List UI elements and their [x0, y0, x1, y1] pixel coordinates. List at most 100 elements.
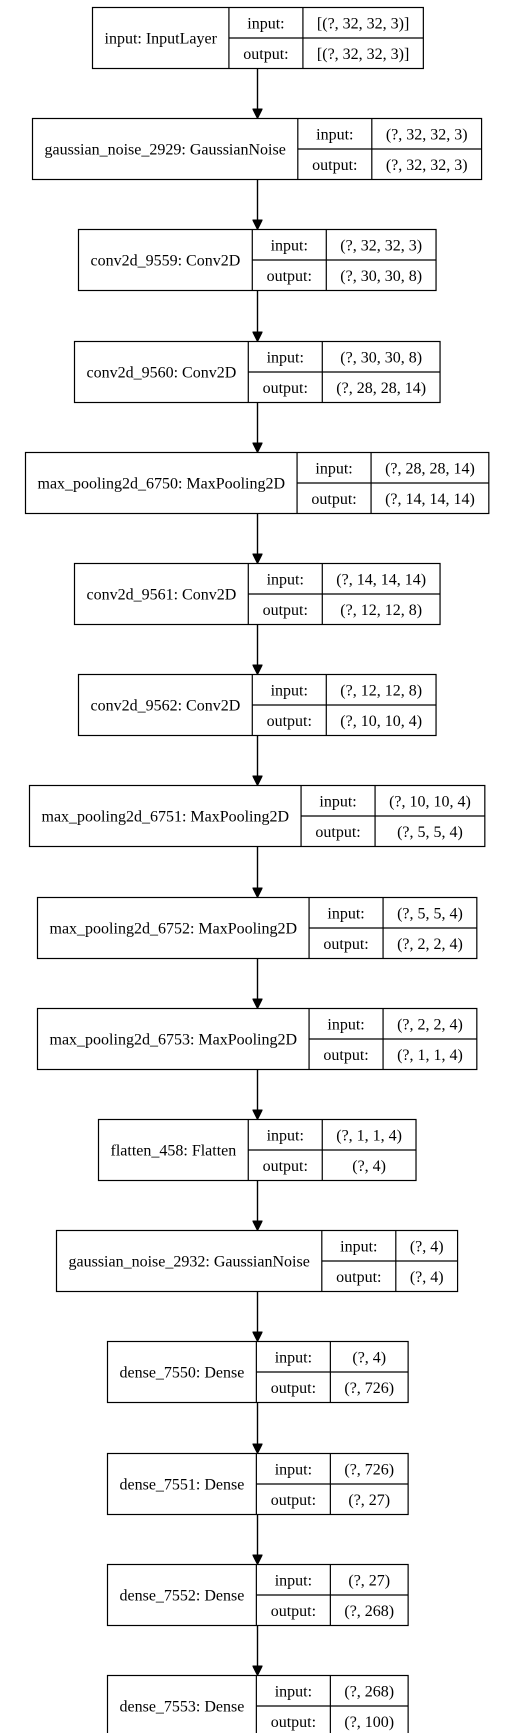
layer-name: max_pooling2d_6750: MaxPooling2D	[38, 476, 286, 493]
input-label: input:	[275, 1572, 312, 1589]
layer-nodes: input: InputLayer input: output: [(?, 32, 3…	[24, 6, 490, 1733]
layer-node: conv2d_9559: Conv2D input: output: (?, 32, …	[77, 228, 437, 292]
output-label: output:	[263, 380, 308, 397]
input-label: input:	[267, 571, 304, 588]
layer-node: max_pooling2d_6750: MaxPooling2D input: ou…	[24, 451, 490, 515]
layer-node: dense_7552: Dense input: output: (?, 27) (?,…	[106, 1563, 409, 1627]
output-shape: (?, 12, 12, 8)	[340, 602, 422, 619]
output-label: output:	[263, 1158, 308, 1175]
layer-name: conv2d_9560: Conv2D	[87, 365, 237, 382]
input-label: input:	[327, 905, 364, 922]
output-shape: (?, 5, 5, 4)	[397, 824, 463, 841]
layer-name: max_pooling2d_6752: MaxPooling2D	[50, 921, 298, 938]
input-shape: (?, 1, 1, 4)	[336, 1127, 402, 1144]
layer-node: dense_7553: Dense input: output: (?, 268) (?…	[106, 1674, 409, 1733]
input-shape: (?, 27)	[348, 1572, 390, 1589]
layer-node: dense_7551: Dense input: output: (?, 726) (?…	[106, 1452, 409, 1516]
output-shape: (?, 32, 32, 3)	[386, 157, 468, 174]
layer-name: max_pooling2d_6751: MaxPooling2D	[42, 809, 290, 826]
input-shape: (?, 30, 30, 8)	[340, 349, 422, 366]
output-label: output:	[323, 936, 368, 953]
input-label: input:	[275, 1683, 312, 1700]
input-shape: (?, 32, 32, 3)	[386, 126, 468, 143]
input-shape: (?, 32, 32, 3)	[340, 237, 422, 254]
input-label: input:	[271, 682, 308, 699]
layer-name: max_pooling2d_6753: MaxPooling2D	[50, 1032, 298, 1049]
layer-node: input: InputLayer input: output: [(?, 32, 3…	[91, 6, 424, 70]
output-label: output:	[311, 491, 356, 508]
layer-node: conv2d_9560: Conv2D input: output: (?, 30, …	[73, 340, 441, 404]
output-shape: (?, 27)	[348, 1492, 390, 1509]
layer-name: conv2d_9559: Conv2D	[91, 253, 241, 270]
input-shape: (?, 268)	[344, 1683, 394, 1700]
output-label: output:	[263, 602, 308, 619]
input-label: input:	[275, 1461, 312, 1478]
output-label: output:	[271, 1492, 316, 1509]
output-shape: (?, 268)	[344, 1603, 394, 1620]
output-shape: [(?, 32, 32, 3)]	[317, 46, 409, 63]
layer-node: flatten_458: Flatten input: output: (?, 1, …	[97, 1118, 417, 1182]
output-shape: (?, 10, 10, 4)	[340, 713, 422, 730]
output-shape: (?, 14, 14, 14)	[385, 491, 475, 508]
output-label: output:	[323, 1047, 368, 1064]
layer-name: gaussian_noise_2932: GaussianNoise	[69, 1254, 310, 1271]
input-shape: (?, 4)	[410, 1238, 444, 1255]
layer-box	[36, 896, 478, 960]
input-label: input:	[275, 1349, 312, 1366]
output-shape: (?, 4)	[352, 1158, 386, 1175]
output-shape: (?, 28, 28, 14)	[336, 380, 426, 397]
output-label: output:	[271, 1380, 316, 1397]
output-label: output:	[312, 157, 357, 174]
input-label: input:	[327, 1016, 364, 1033]
input-shape: (?, 28, 28, 14)	[385, 460, 475, 477]
output-label: output:	[267, 713, 312, 730]
input-label: input:	[315, 460, 352, 477]
input-shape: (?, 726)	[344, 1461, 394, 1478]
output-shape: (?, 4)	[410, 1269, 444, 1286]
input-label: input:	[319, 793, 356, 810]
layer-node: conv2d_9561: Conv2D input: output: (?, 14, …	[73, 562, 441, 626]
output-label: output:	[243, 46, 288, 63]
layer-node: max_pooling2d_6751: MaxPooling2D input: ou…	[28, 784, 486, 848]
output-label: output:	[271, 1603, 316, 1620]
layer-node: conv2d_9562: Conv2D input: output: (?, 12, …	[77, 673, 437, 737]
layer-name: flatten_458: Flatten	[111, 1143, 237, 1160]
input-shape: (?, 4)	[352, 1349, 386, 1366]
input-shape: (?, 5, 5, 4)	[397, 905, 463, 922]
layer-node: max_pooling2d_6753: MaxPooling2D input: ou…	[36, 1007, 478, 1071]
output-label: output:	[267, 268, 312, 285]
layer-node: gaussian_noise_2929: GaussianNoise input:…	[31, 117, 483, 181]
input-shape: (?, 10, 10, 4)	[389, 793, 471, 810]
layer-box	[106, 1674, 409, 1733]
layer-name: conv2d_9561: Conv2D	[87, 587, 237, 604]
input-label: input:	[271, 237, 308, 254]
layer-name: dense_7552: Dense	[120, 1588, 245, 1605]
output-label: output:	[336, 1269, 381, 1286]
layer-node: max_pooling2d_6752: MaxPooling2D input: ou…	[36, 896, 478, 960]
input-shape: (?, 2, 2, 4)	[397, 1016, 463, 1033]
output-label: output:	[315, 824, 360, 841]
output-label: output:	[271, 1714, 316, 1731]
output-shape: (?, 2, 2, 4)	[397, 936, 463, 953]
output-shape: (?, 726)	[344, 1380, 394, 1397]
layer-name: input: InputLayer	[105, 31, 218, 48]
input-label: input:	[267, 1127, 304, 1144]
input-shape: (?, 12, 12, 8)	[340, 682, 422, 699]
layer-name: dense_7553: Dense	[120, 1699, 245, 1716]
layer-name: gaussian_noise_2929: GaussianNoise	[45, 142, 286, 159]
output-shape: (?, 1, 1, 4)	[397, 1047, 463, 1064]
layer-node: dense_7550: Dense input: output: (?, 4) (?, …	[106, 1340, 409, 1404]
input-label: input:	[267, 349, 304, 366]
layer-node: gaussian_noise_2932: GaussianNoise input:…	[55, 1229, 459, 1293]
layer-name: dense_7551: Dense	[120, 1477, 245, 1494]
input-label: input:	[316, 126, 353, 143]
input-label: input:	[340, 1238, 377, 1255]
layer-name: conv2d_9562: Conv2D	[91, 698, 241, 715]
input-shape: (?, 14, 14, 14)	[336, 571, 426, 588]
input-shape: [(?, 32, 32, 3)]	[317, 15, 409, 32]
output-shape: (?, 100)	[344, 1714, 394, 1731]
input-label: input:	[247, 15, 284, 32]
layer-name: dense_7550: Dense	[120, 1365, 245, 1382]
output-shape: (?, 30, 30, 8)	[340, 268, 422, 285]
